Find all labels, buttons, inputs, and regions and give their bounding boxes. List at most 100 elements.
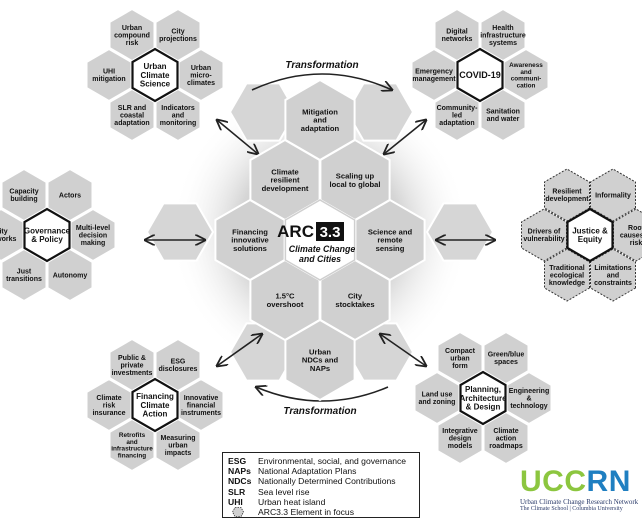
hexagon-shape <box>46 247 94 303</box>
cluster-hub: COVID-19 <box>456 47 504 103</box>
background-hexagon <box>425 202 495 262</box>
cluster-item: Actors <box>46 167 94 223</box>
cluster-hub-label: Governance& Policy <box>24 227 71 245</box>
legend-definition: Nationally Determined Contributions <box>258 476 396 487</box>
logo-affiliation: The Climate School | Columbia University <box>520 506 623 512</box>
cluster-item-label: Rootcauses ofrisk <box>620 225 642 247</box>
center-subtitle-line-2: and Cities <box>299 254 341 264</box>
legend-row: NAPs National Adaptation Plans <box>228 466 414 476</box>
hexagon-shape <box>482 330 530 386</box>
cluster-hub-label: COVID-19 <box>459 70 501 80</box>
center-subtitle-line-1: Climate Change <box>289 244 356 254</box>
cluster-item: Autonomy <box>46 247 94 303</box>
hexagon-shape <box>479 7 527 63</box>
hub-hexagon-shape <box>23 207 71 263</box>
transformation-arc-bottom <box>256 387 389 402</box>
cluster-hub: Justice &Equity <box>566 207 614 263</box>
legend-definition: Urban heat island <box>258 496 326 507</box>
legend-row: UHI Urban heat island <box>228 497 414 507</box>
hexagon-shape <box>154 87 202 143</box>
legend-abbr: ESG <box>228 456 247 466</box>
hexagon-shape <box>544 248 590 302</box>
bidirectional-arrow <box>380 334 426 366</box>
logo-wordmark: UCCRN <box>520 466 638 498</box>
legend-definition: Sea level rise <box>258 486 310 497</box>
cluster-item-label: Engineering&technology <box>509 388 549 410</box>
hexagon-shape <box>46 167 94 223</box>
legend: ESG Environmental, social, and governanc… <box>222 452 420 518</box>
hexagon-shape <box>284 318 356 402</box>
legend-abbr: NDCs <box>228 476 252 487</box>
background-hexagon <box>145 202 215 262</box>
hexagon-shape <box>154 337 202 393</box>
hexagon-shape <box>590 168 636 222</box>
hexagon-shape <box>590 248 636 302</box>
version-number: 3.3 <box>320 224 341 241</box>
hub-hexagon-shape <box>131 377 179 433</box>
legend-definition: Environmental, social, and governance <box>258 456 407 466</box>
cluster-item: Engineering&technology <box>505 370 553 426</box>
cluster-item-label: Autonomy <box>53 272 88 279</box>
cluster-item-label: Informality <box>595 192 631 199</box>
transformation-label-bottom: Transformation <box>283 406 356 417</box>
legend-abbr: UHI <box>228 496 243 507</box>
hub-hexagon-shape <box>131 47 179 103</box>
logo-tagline: Urban Climate Change Research Network <box>520 498 639 506</box>
cluster-hub: Governance& Policy <box>23 207 71 263</box>
hexagon-shape <box>154 7 202 63</box>
cluster-governance-policy: CapacitybuildingActorsCitynetworksMulti-… <box>0 167 117 303</box>
version-badge <box>316 222 344 241</box>
transformation-arc-top <box>251 73 392 90</box>
legend-row: ARC3.3 Element in focus <box>228 507 414 517</box>
hexagon-shape <box>482 410 530 466</box>
cluster-hub-label: Justice &Equity <box>572 227 608 245</box>
transformation-label-top: Transformation <box>285 60 358 71</box>
